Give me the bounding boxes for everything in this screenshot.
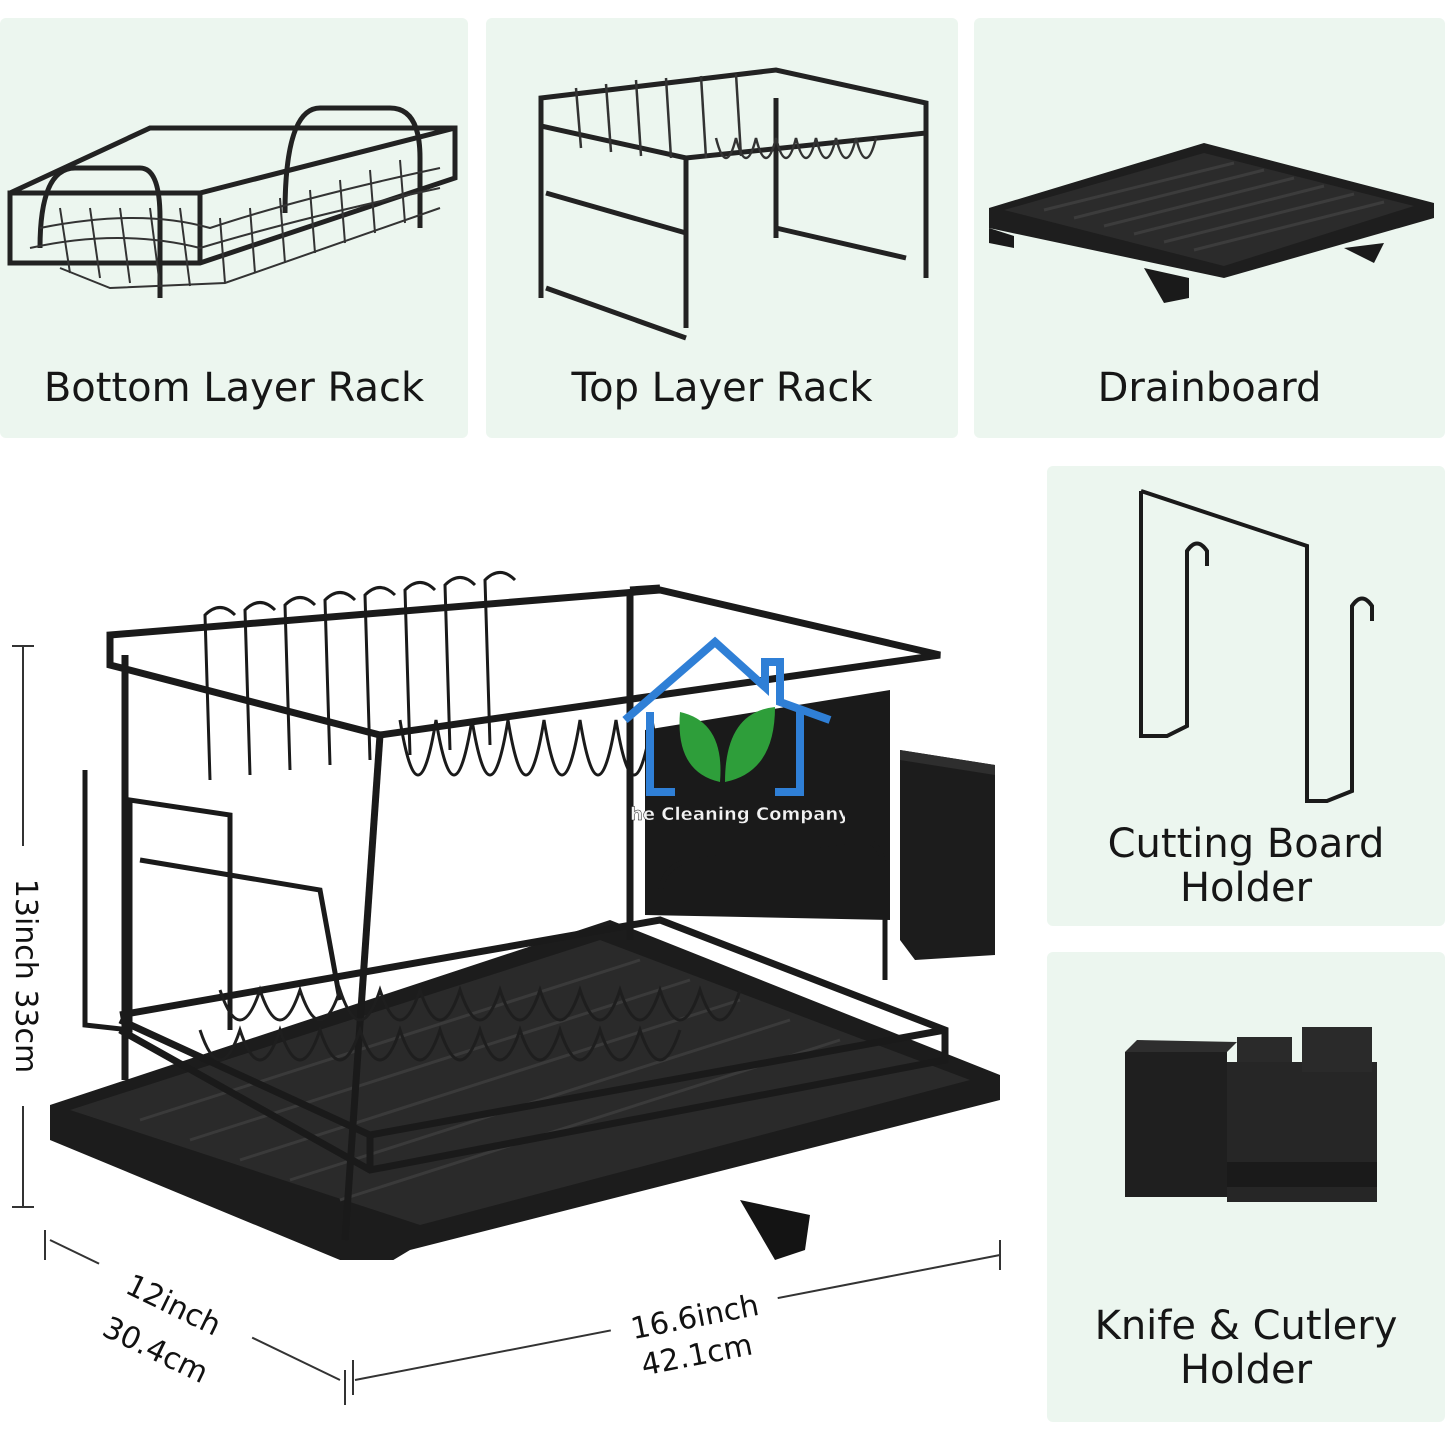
cutting-board-holder-panel: Cutting Board Holder [1047,466,1445,926]
knife-cutlery-holder-image [1125,1027,1377,1202]
bottom-layer-rack-label: Bottom Layer Rack [43,365,425,411]
bottom-layer-rack-image [7,105,458,298]
watermark-text: he Cleaning Company [630,804,845,825]
drainboard-image [989,143,1434,303]
company-logo-watermark: he Cleaning Company [622,636,845,825]
height-tick-bottom [12,1206,34,1208]
cutting-board-holder-label-line2: Holder [1179,865,1313,911]
height-dimension-label: 13inch 33cm [8,846,43,1106]
top-layer-rack-panel: Top Layer Rack [486,18,958,438]
knife-cutlery-holder-label-line2: Holder [1179,1347,1313,1393]
bottom-layer-rack-panel: Bottom Layer Rack [0,18,468,438]
height-tick-top [12,645,34,647]
top-layer-rack-label: Top Layer Rack [571,365,873,411]
knife-cutlery-holder-label-line1: Knife & Cutlery [1094,1303,1398,1349]
dish-rack-assembled-image [50,571,1000,1260]
top-layer-rack-image [538,67,929,341]
drainboard-label: Drainboard [1097,365,1322,411]
drainboard-panel: Drainboard [974,18,1445,438]
cutting-board-holder-image [1139,489,1374,803]
cutting-board-holder-label-line1: Cutting Board [1107,821,1385,867]
knife-cutlery-holder-panel: Knife & Cutlery Holder [1047,952,1445,1422]
